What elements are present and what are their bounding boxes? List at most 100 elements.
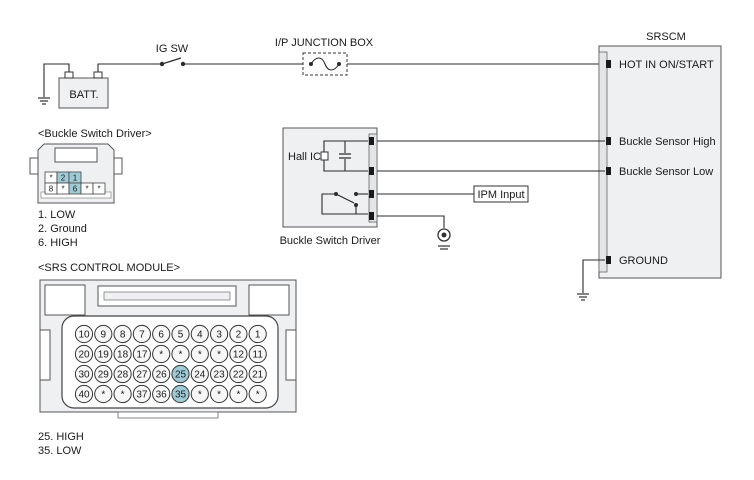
srscm-ground-wire <box>582 259 605 293</box>
srs-pin-1 <box>248 324 267 344</box>
srs-pin-36 <box>152 384 171 404</box>
srs-pin-18 <box>113 344 132 364</box>
srs-pin-label: 22 <box>233 370 245 381</box>
srs-pin-27 <box>132 364 151 384</box>
srs-pin-label: 5 <box>178 330 184 341</box>
buckle-pin-label: * <box>49 174 52 183</box>
srs-pin-label: 6 <box>158 330 164 341</box>
srs-pin-label: * <box>217 350 221 361</box>
ig-sw-label: IG SW <box>156 43 189 55</box>
srs-pin-25 <box>171 364 190 384</box>
srscm-hot-label: HOT IN ON/START <box>619 59 714 71</box>
buckle-connector-heading: <Buckle Switch Driver> <box>38 128 152 140</box>
srs-pin-2 <box>229 324 248 344</box>
srs-pin-20 <box>74 344 94 364</box>
srs-pin-label: 7 <box>139 330 145 341</box>
srs-pin-label: 40 <box>78 390 90 401</box>
srscm-buckle-low-label: Buckle Sensor Low <box>619 166 713 178</box>
srs-pin-label: 8 <box>120 330 126 341</box>
srs-pin-label: * <box>101 390 105 401</box>
srs-pin-label: * <box>236 390 240 401</box>
srs-pin-empty <box>171 344 190 364</box>
srs-pin-label: 36 <box>156 390 168 401</box>
ipm-input-label: IPM Input <box>477 189 524 201</box>
battery-positive-wire <box>97 63 160 72</box>
srs-pin-empty <box>229 384 248 404</box>
battery-label: BATT. <box>69 89 98 101</box>
fuse-icon <box>310 57 340 71</box>
srs-pin-label: 23 <box>214 370 226 381</box>
srs-connector-heading: <SRS CONTROL MODULE> <box>38 262 180 274</box>
srs-pin-label: 30 <box>78 370 90 381</box>
srs-pin-label: 2 <box>236 330 242 341</box>
srs-pin-37 <box>132 384 151 404</box>
srs-pin-label: * <box>217 390 221 401</box>
srs-pin-label: 1 <box>255 330 261 341</box>
srscm-module: SRSCM HOT IN ON/START Buckle Sensor High… <box>577 31 722 301</box>
battery-terminal-neg <box>64 71 74 79</box>
srs-pin-label: * <box>256 390 260 401</box>
srs-pin-label: * <box>198 350 202 361</box>
buckle-pin-label: * <box>97 185 100 194</box>
srs-pin-label: 11 <box>253 350 264 361</box>
srs-pin-30 <box>74 364 94 384</box>
srs-pin-label: 4 <box>197 330 203 341</box>
srs-pin-4 <box>190 324 209 344</box>
srscm-ground-label: GROUND <box>619 255 668 267</box>
srs-pin-label: 37 <box>136 390 148 401</box>
srs-pin-19 <box>94 344 113 364</box>
srs-pin-40 <box>74 384 94 404</box>
srs-pin-label: 12 <box>233 350 245 361</box>
buckle-pin-label: 2 <box>61 174 66 183</box>
srs-pin-9 <box>94 324 113 344</box>
srs-pin-label: 3 <box>216 330 222 341</box>
srs-pin-empty <box>94 384 113 404</box>
srs-pin-empty <box>248 384 267 404</box>
srs-pin-3 <box>210 324 229 344</box>
srs-pin-empty <box>190 344 209 364</box>
power-circuit: BATT. IG SW I/P JUNCTION BOX <box>38 37 605 109</box>
srs-pin-29 <box>94 364 113 384</box>
ig-switch <box>161 57 182 65</box>
srs-pin-23 <box>210 364 229 384</box>
buckle-switch-icon <box>335 193 355 204</box>
srs-pin-label: 18 <box>117 350 129 361</box>
srs-pin-label: 26 <box>156 370 168 381</box>
srscm-box <box>598 45 722 279</box>
srs-legend-1: 25. HIGH <box>38 431 84 443</box>
driver-ground-wire <box>377 215 445 228</box>
srs-pin-8 <box>113 324 132 344</box>
hall-ic-icon <box>320 151 329 161</box>
srs-pin-5 <box>171 324 190 344</box>
srs-pin-24 <box>190 364 209 384</box>
srs-pin-label: 20 <box>78 350 90 361</box>
srscm-title: SRSCM <box>646 31 686 43</box>
hall-ic-label: Hall IC <box>288 151 321 163</box>
srscm-buckle-high-label: Buckle Sensor High <box>619 136 716 148</box>
srs-pin-17 <box>132 344 151 364</box>
srs-pin-12 <box>229 344 248 364</box>
srs-pin-empty <box>190 384 209 404</box>
srs-pin-35 <box>171 384 190 404</box>
srs-pin-10 <box>74 324 94 344</box>
srs-pin-label: 25 <box>175 370 187 381</box>
srs-pin-empty <box>152 344 171 364</box>
srs-pin-label: 19 <box>98 350 110 361</box>
buckle-pin-label: * <box>61 185 64 194</box>
srs-pin-label: 35 <box>175 390 187 401</box>
srs-pin-label: * <box>159 350 163 361</box>
buckle-pin-label: 1 <box>73 174 78 183</box>
buckle-switch-driver: Buckle Switch Driver Hall IC <box>280 127 381 247</box>
srs-pin-label: 27 <box>136 370 148 381</box>
srs-pin-label: 24 <box>194 370 206 381</box>
buckle-pin-label: 6 <box>73 185 78 194</box>
srs-pin-21 <box>248 364 267 384</box>
srs-pin-label: * <box>198 390 202 401</box>
battery-box <box>58 77 109 109</box>
buckle-pin-cell <box>92 182 106 195</box>
buckle-pin-label: 8 <box>49 185 54 194</box>
buckle-legend-1: 1. LOW <box>38 209 76 221</box>
battery-ground-wire <box>43 63 70 97</box>
srs-pin-label: * <box>179 350 183 361</box>
